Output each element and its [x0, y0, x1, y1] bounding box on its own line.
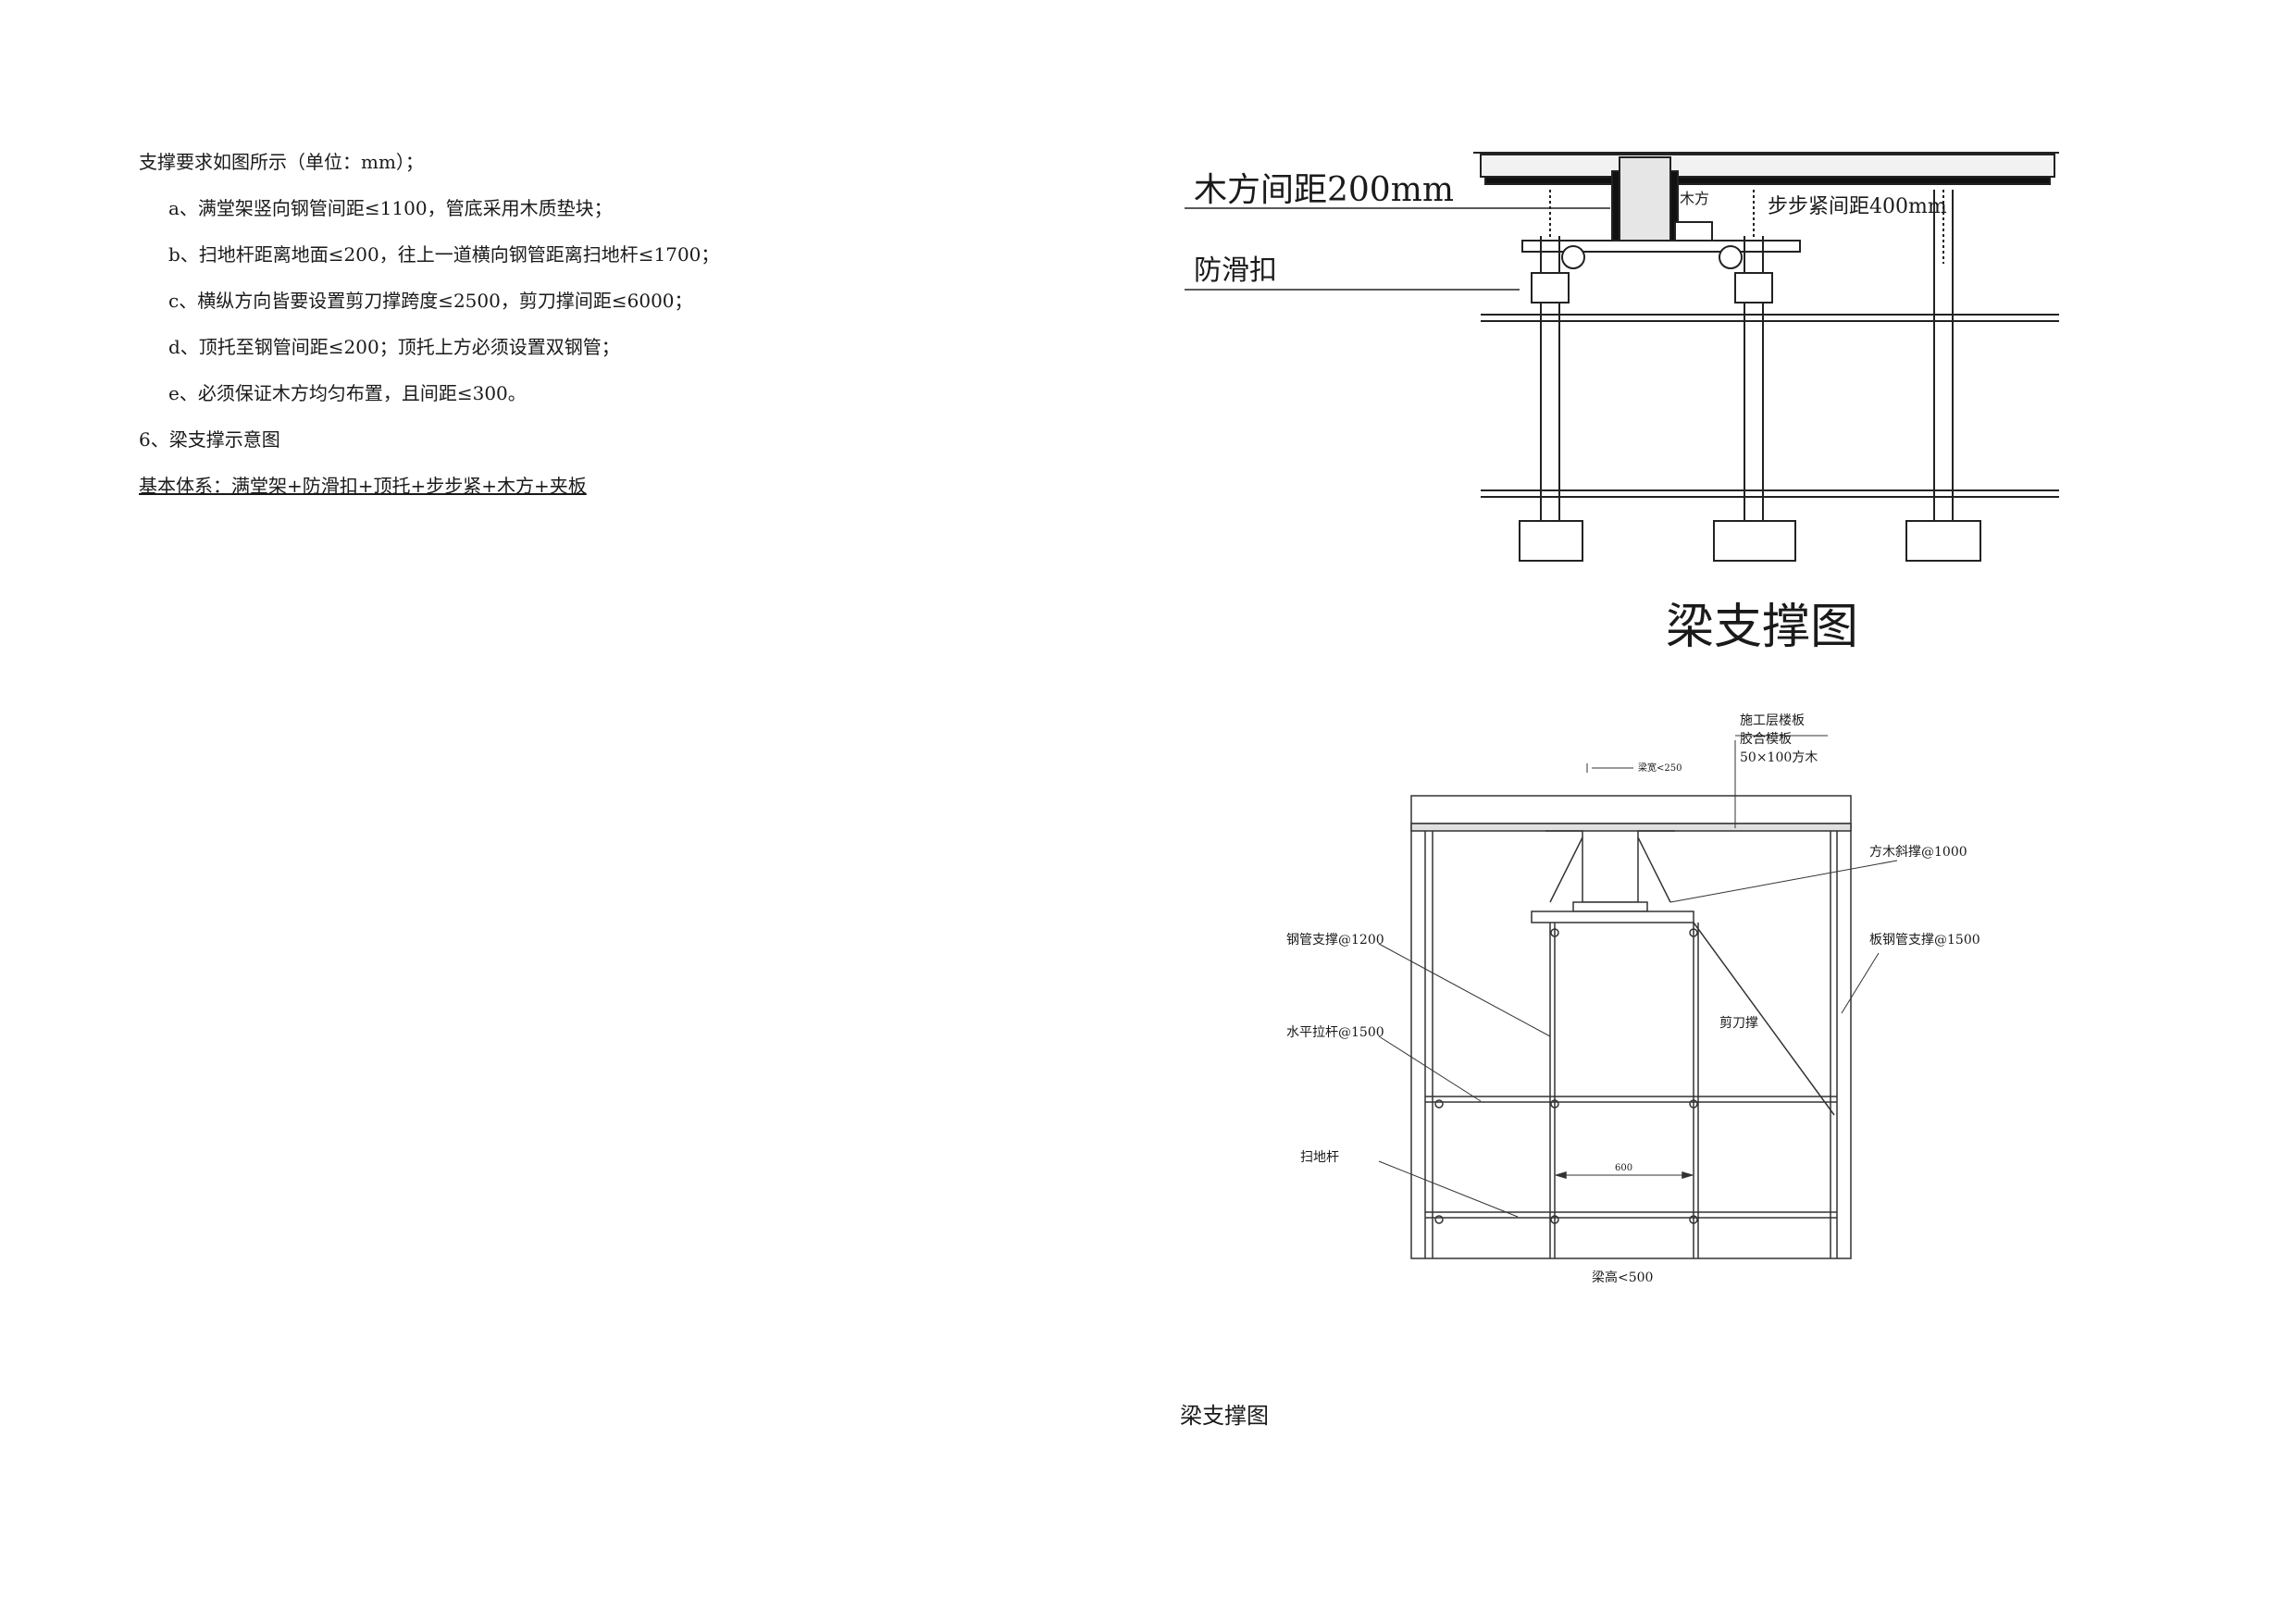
bottom-timber — [1531, 911, 1694, 923]
requirement-a: a、满堂架竖向钢管间距≤1100，管底采用木质垫块； — [168, 197, 613, 219]
figure-1-title: 梁支撑图 — [1666, 600, 1858, 655]
label-slab-steel: 板钢管支撑@1500 — [1869, 933, 1980, 948]
beam-support-figure-2: 施工层楼板 胶合模板 50×100方木 梁宽<250 方木斜撑@1000 钢管支… — [1286, 713, 1980, 1285]
label-scissor: 剪刀撑 — [1719, 1016, 1758, 1031]
label-wood-spacing: 木方间距200mm — [1194, 171, 1454, 209]
figure-caption: 梁支撑图 — [1180, 1403, 1269, 1429]
slab — [1480, 154, 2055, 178]
label-wood: 木方 — [1680, 190, 1709, 207]
label-beam-height: 梁高<500 — [1592, 1270, 1653, 1285]
scissor-brace — [1693, 922, 1835, 1116]
steel-post-right — [1905, 190, 1981, 562]
requirement-e: e、必须保证木方均匀布置，且间距≤300。 — [168, 382, 527, 404]
label-brace: 方木斜撑@1000 — [1869, 845, 1967, 860]
outer-frame — [1410, 795, 1852, 1259]
requirement-b: b、扫地杆距离地面≤200，往上一道横向钢管距离扫地杆≤1700； — [168, 243, 720, 266]
intro-line: 支撑要求如图所示（单位：mm）； — [139, 151, 424, 173]
section-title: 6、梁支撑示意图 — [139, 428, 280, 451]
plywood-layer — [1484, 176, 2051, 185]
beam-section — [1619, 156, 1671, 242]
steel-post-middle — [1713, 190, 1796, 562]
label-beam-width: 梁宽<250 — [1638, 762, 1682, 774]
label-spacing: 600 — [1615, 1163, 1632, 1173]
basic-system-line: 基本体系：满堂架+防滑扣+顶托+步步紧+木方+夹板 — [139, 475, 587, 497]
label-plywood: 胶合模板 — [1740, 731, 1792, 747]
label-antislip: 防滑扣 — [1194, 254, 1277, 287]
label-horizontal: 水平拉杆@1500 — [1286, 1025, 1384, 1040]
beam-support-figure-1: 木方间距200mm 防滑扣 木方 步步紧间距400mm 梁支撑图 — [1185, 152, 2059, 655]
requirements-text-block: 支撑要求如图所示（单位：mm）； a、满堂架竖向钢管间距≤1100，管底采用木质… — [139, 139, 1111, 509]
label-timber: 50×100方木 — [1740, 750, 1818, 765]
label-clamp-spacing: 步步紧间距400mm — [1768, 195, 1947, 218]
requirement-d: d、顶托至钢管间距≤200；顶托上方必须设置双钢管； — [168, 336, 620, 358]
label-slab: 施工层楼板 — [1740, 713, 1805, 728]
slab-band — [1410, 823, 1852, 832]
requirement-c: c、横纵方向皆要设置剪刀撑跨度≤2500，剪刀撑间距≤6000； — [168, 290, 693, 312]
steel-post-left — [1519, 190, 1585, 562]
beam-drop — [1545, 830, 1675, 903]
label-steel-support: 钢管支撑@1200 — [1286, 933, 1384, 948]
label-sweep: 扫地杆 — [1300, 1150, 1339, 1165]
